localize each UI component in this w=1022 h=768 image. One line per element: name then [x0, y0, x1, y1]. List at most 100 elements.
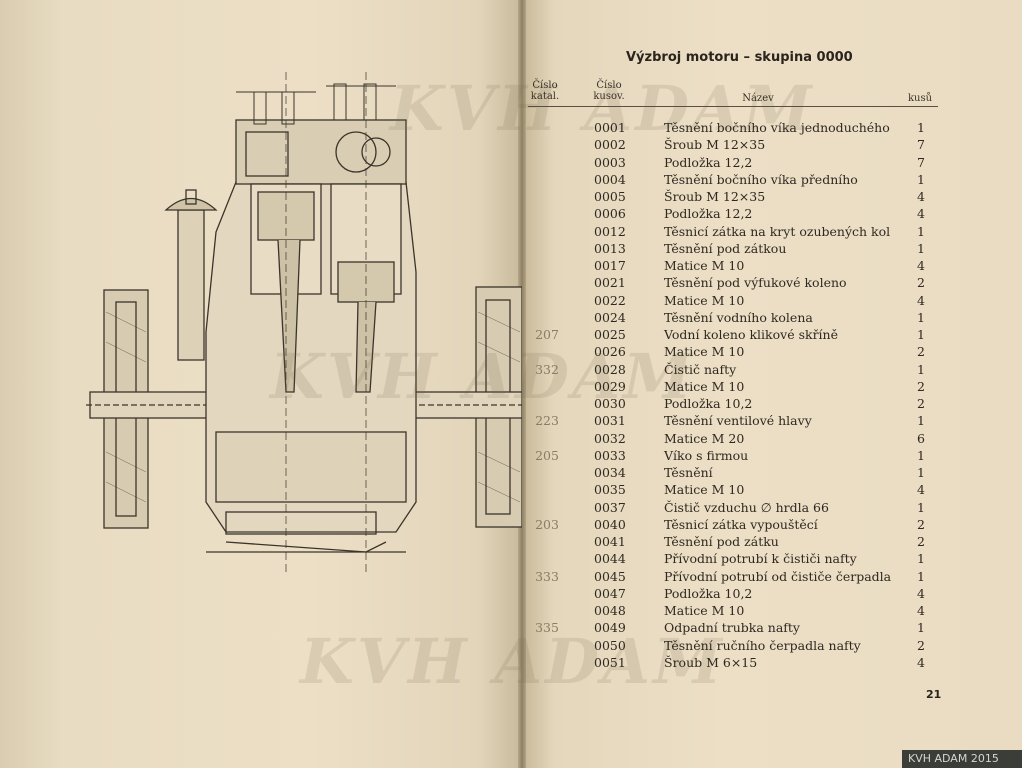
table-row: 0050 Těsnění ručního čerpadla nafty 2 — [528, 638, 948, 655]
part-name: Matice M 10 — [664, 292, 745, 308]
part-name: Matice M 10 — [664, 482, 745, 498]
part-name: Těsnicí zátka vypouštěcí — [664, 516, 818, 532]
part-count: 1 — [917, 327, 925, 342]
table-row: 0047 Podložka 10,2 4 — [528, 586, 948, 603]
part-count: 4 — [917, 206, 925, 222]
watermark-badge: KVH ADAM 2015 — [902, 750, 1022, 768]
part-name: Podložka 10,2 — [664, 585, 753, 601]
part-name: Vodní koleno klikové skříně — [664, 327, 838, 342]
part-count: 1 — [917, 240, 925, 256]
part-count: 7 — [917, 137, 925, 153]
part-name: Matice M 20 — [664, 430, 745, 446]
part-name: Matice M 10 — [664, 603, 745, 618]
part-name: Podložka 10,2 — [664, 396, 753, 411]
part-count: 1 — [917, 568, 925, 584]
header-catalog-number: Číslo katal. — [530, 80, 560, 102]
part-name: Těsnění ručního čerpadla nafty — [664, 637, 861, 653]
piece-number: 0025 — [594, 327, 626, 342]
piece-number: 0017 — [594, 258, 626, 273]
piece-number: 0001 — [594, 120, 626, 135]
piece-number: 0049 — [594, 620, 626, 636]
part-count: 2 — [917, 637, 925, 653]
piece-number: 0050 — [594, 637, 626, 653]
piece-number: 0040 — [594, 516, 626, 532]
part-count: 1 — [917, 171, 925, 187]
part-name: Šroub M 12×35 — [664, 189, 766, 204]
part-name: Čistič vzduchu ∅ hrdla 66 — [664, 499, 829, 515]
part-name: Šroub M 6×15 — [664, 654, 758, 670]
right-page — [524, 0, 1022, 768]
part-count: 1 — [917, 465, 925, 480]
piece-number: 0034 — [594, 465, 626, 480]
piece-number: 0041 — [594, 534, 626, 549]
part-count: 1 — [917, 223, 925, 239]
part-count: 1 — [917, 361, 925, 377]
part-count: 1 — [917, 620, 925, 636]
piece-number: 0032 — [594, 430, 626, 446]
part-count: 4 — [917, 292, 925, 308]
piece-number: 0006 — [594, 206, 626, 222]
part-name: Těsnění vodního kolena — [664, 309, 813, 325]
engine-cross-section-drawing — [86, 72, 522, 572]
table-row: 0032 Matice M 20 6 — [528, 431, 948, 448]
part-name: Odpadní trubka nafty — [664, 620, 800, 636]
part-count: 1 — [917, 551, 925, 567]
table-row: 0034 Těsnění 1 — [528, 465, 948, 482]
table-row: 0012 Těsnicí zátka na kryt ozubených kol 1 — [528, 224, 948, 241]
part-name: Těsnicí zátka na kryt ozubených kol — [664, 223, 891, 239]
piece-number: 0031 — [594, 413, 626, 429]
part-count: 4 — [917, 189, 925, 204]
part-name: Matice M 10 — [664, 258, 745, 273]
part-name: Těsnění — [664, 465, 713, 480]
piece-number: 0028 — [594, 361, 626, 377]
piece-number: 0048 — [594, 603, 626, 618]
watermark: KVH ADAM — [300, 625, 725, 698]
piece-number: 0021 — [594, 275, 626, 291]
part-count: 7 — [917, 154, 925, 170]
piece-number: 0012 — [594, 223, 626, 239]
table-row: 0051 Šroub M 6×15 4 — [528, 655, 948, 672]
part-count: 4 — [917, 258, 925, 273]
part-count: 4 — [917, 654, 925, 670]
part-count: 2 — [917, 344, 925, 360]
part-name: Těsnění ventilové hlavy — [664, 413, 812, 429]
part-name: Těsnění pod zátkou — [664, 240, 787, 256]
part-name: Těsnění bočního víka jednoduchého — [664, 120, 890, 135]
table-row: 0048 Matice M 10 4 — [528, 603, 948, 620]
part-count: 2 — [917, 396, 925, 411]
part-count: 2 — [917, 516, 925, 532]
header-name: Název — [742, 93, 774, 104]
watermark: KVH ADAM — [270, 340, 695, 413]
catalog-number: 332 — [535, 361, 559, 377]
piece-number: 0051 — [594, 654, 626, 670]
piece-number: 0044 — [594, 551, 626, 567]
piece-number: 0004 — [594, 171, 626, 187]
piece-number: 0002 — [594, 137, 626, 153]
piece-number: 0045 — [594, 568, 626, 584]
part-count: 2 — [917, 275, 925, 291]
piece-number: 0033 — [594, 447, 626, 463]
part-count: 6 — [917, 430, 925, 446]
piece-number: 0047 — [594, 585, 626, 601]
part-count: 4 — [917, 603, 925, 618]
part-count: 4 — [917, 585, 925, 601]
part-count: 2 — [917, 378, 925, 394]
